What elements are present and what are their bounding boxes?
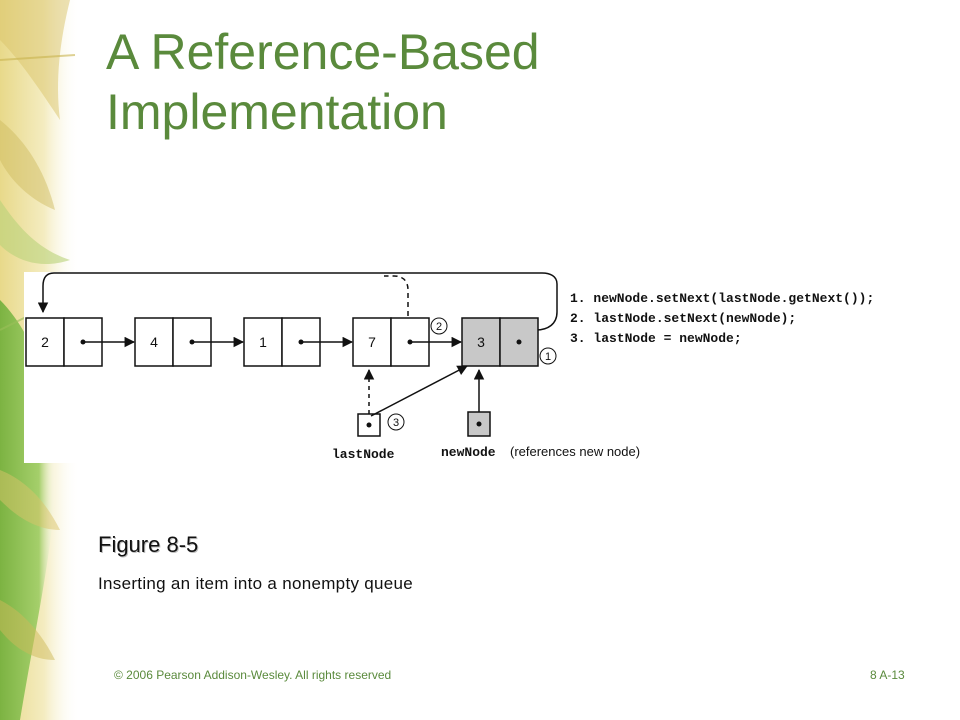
list-node-5: 3 (461, 317, 539, 367)
figure-panel: 2 4 1 7 3 2 1 3 lastNode newNode (references… (24, 272, 936, 463)
code-steps: 1. newNode.setNext(lastNode.getNext()); … (570, 291, 874, 346)
new-node-note: (references new node) (510, 444, 640, 459)
node-value: 1 (259, 334, 267, 350)
slide-title: A Reference-Based Implementation (106, 22, 826, 142)
node-item-cell (243, 317, 283, 367)
svg-text:2: 2 (436, 321, 442, 333)
node-item-cell (461, 317, 501, 367)
node-item-cell (352, 317, 392, 367)
node-value: 7 (368, 334, 376, 350)
node-item-cell (25, 317, 65, 367)
list-node-1: 2 (25, 317, 103, 367)
node-value: 4 (150, 334, 158, 350)
footer-page-number: 8 A-13 (870, 668, 905, 682)
code-step-1: 1. newNode.setNext(lastNode.getNext()); (570, 291, 874, 306)
node-next-pointer-dot (516, 339, 522, 345)
code-step-2: 2. lastNode.setNext(newNode); (570, 311, 796, 326)
slide-title-line-2: Implementation (106, 84, 448, 140)
node-value: 2 (41, 334, 49, 350)
old-next-link-dashed (384, 275, 409, 334)
figure-caption-text: Inserting an item into a nonempty queue (98, 574, 414, 593)
new-node-label: newNode (441, 445, 496, 460)
linked-list-diagram: 2 4 1 7 3 2 1 3 lastNode newNode (references… (25, 272, 874, 462)
step-marker-3: 3 (387, 413, 405, 431)
figure-caption-title: Figure 8-5 (98, 532, 199, 557)
step-marker-2: 2 (430, 317, 448, 335)
step-marker-1: 1 (539, 347, 557, 365)
slide-title-line-1: A Reference-Based (106, 24, 540, 80)
svg-text:3: 3 (393, 417, 399, 429)
code-step-3: 3. lastNode = newNode; (570, 331, 742, 346)
last-node-label: lastNode (332, 447, 395, 462)
footer-copyright: © 2006 Pearson Addison-Wesley. All right… (114, 668, 392, 682)
node-value: 3 (477, 334, 485, 350)
circular-link-arrow (37, 272, 558, 331)
svg-text:1: 1 (545, 351, 551, 363)
last-node-new-arrow (370, 365, 468, 417)
